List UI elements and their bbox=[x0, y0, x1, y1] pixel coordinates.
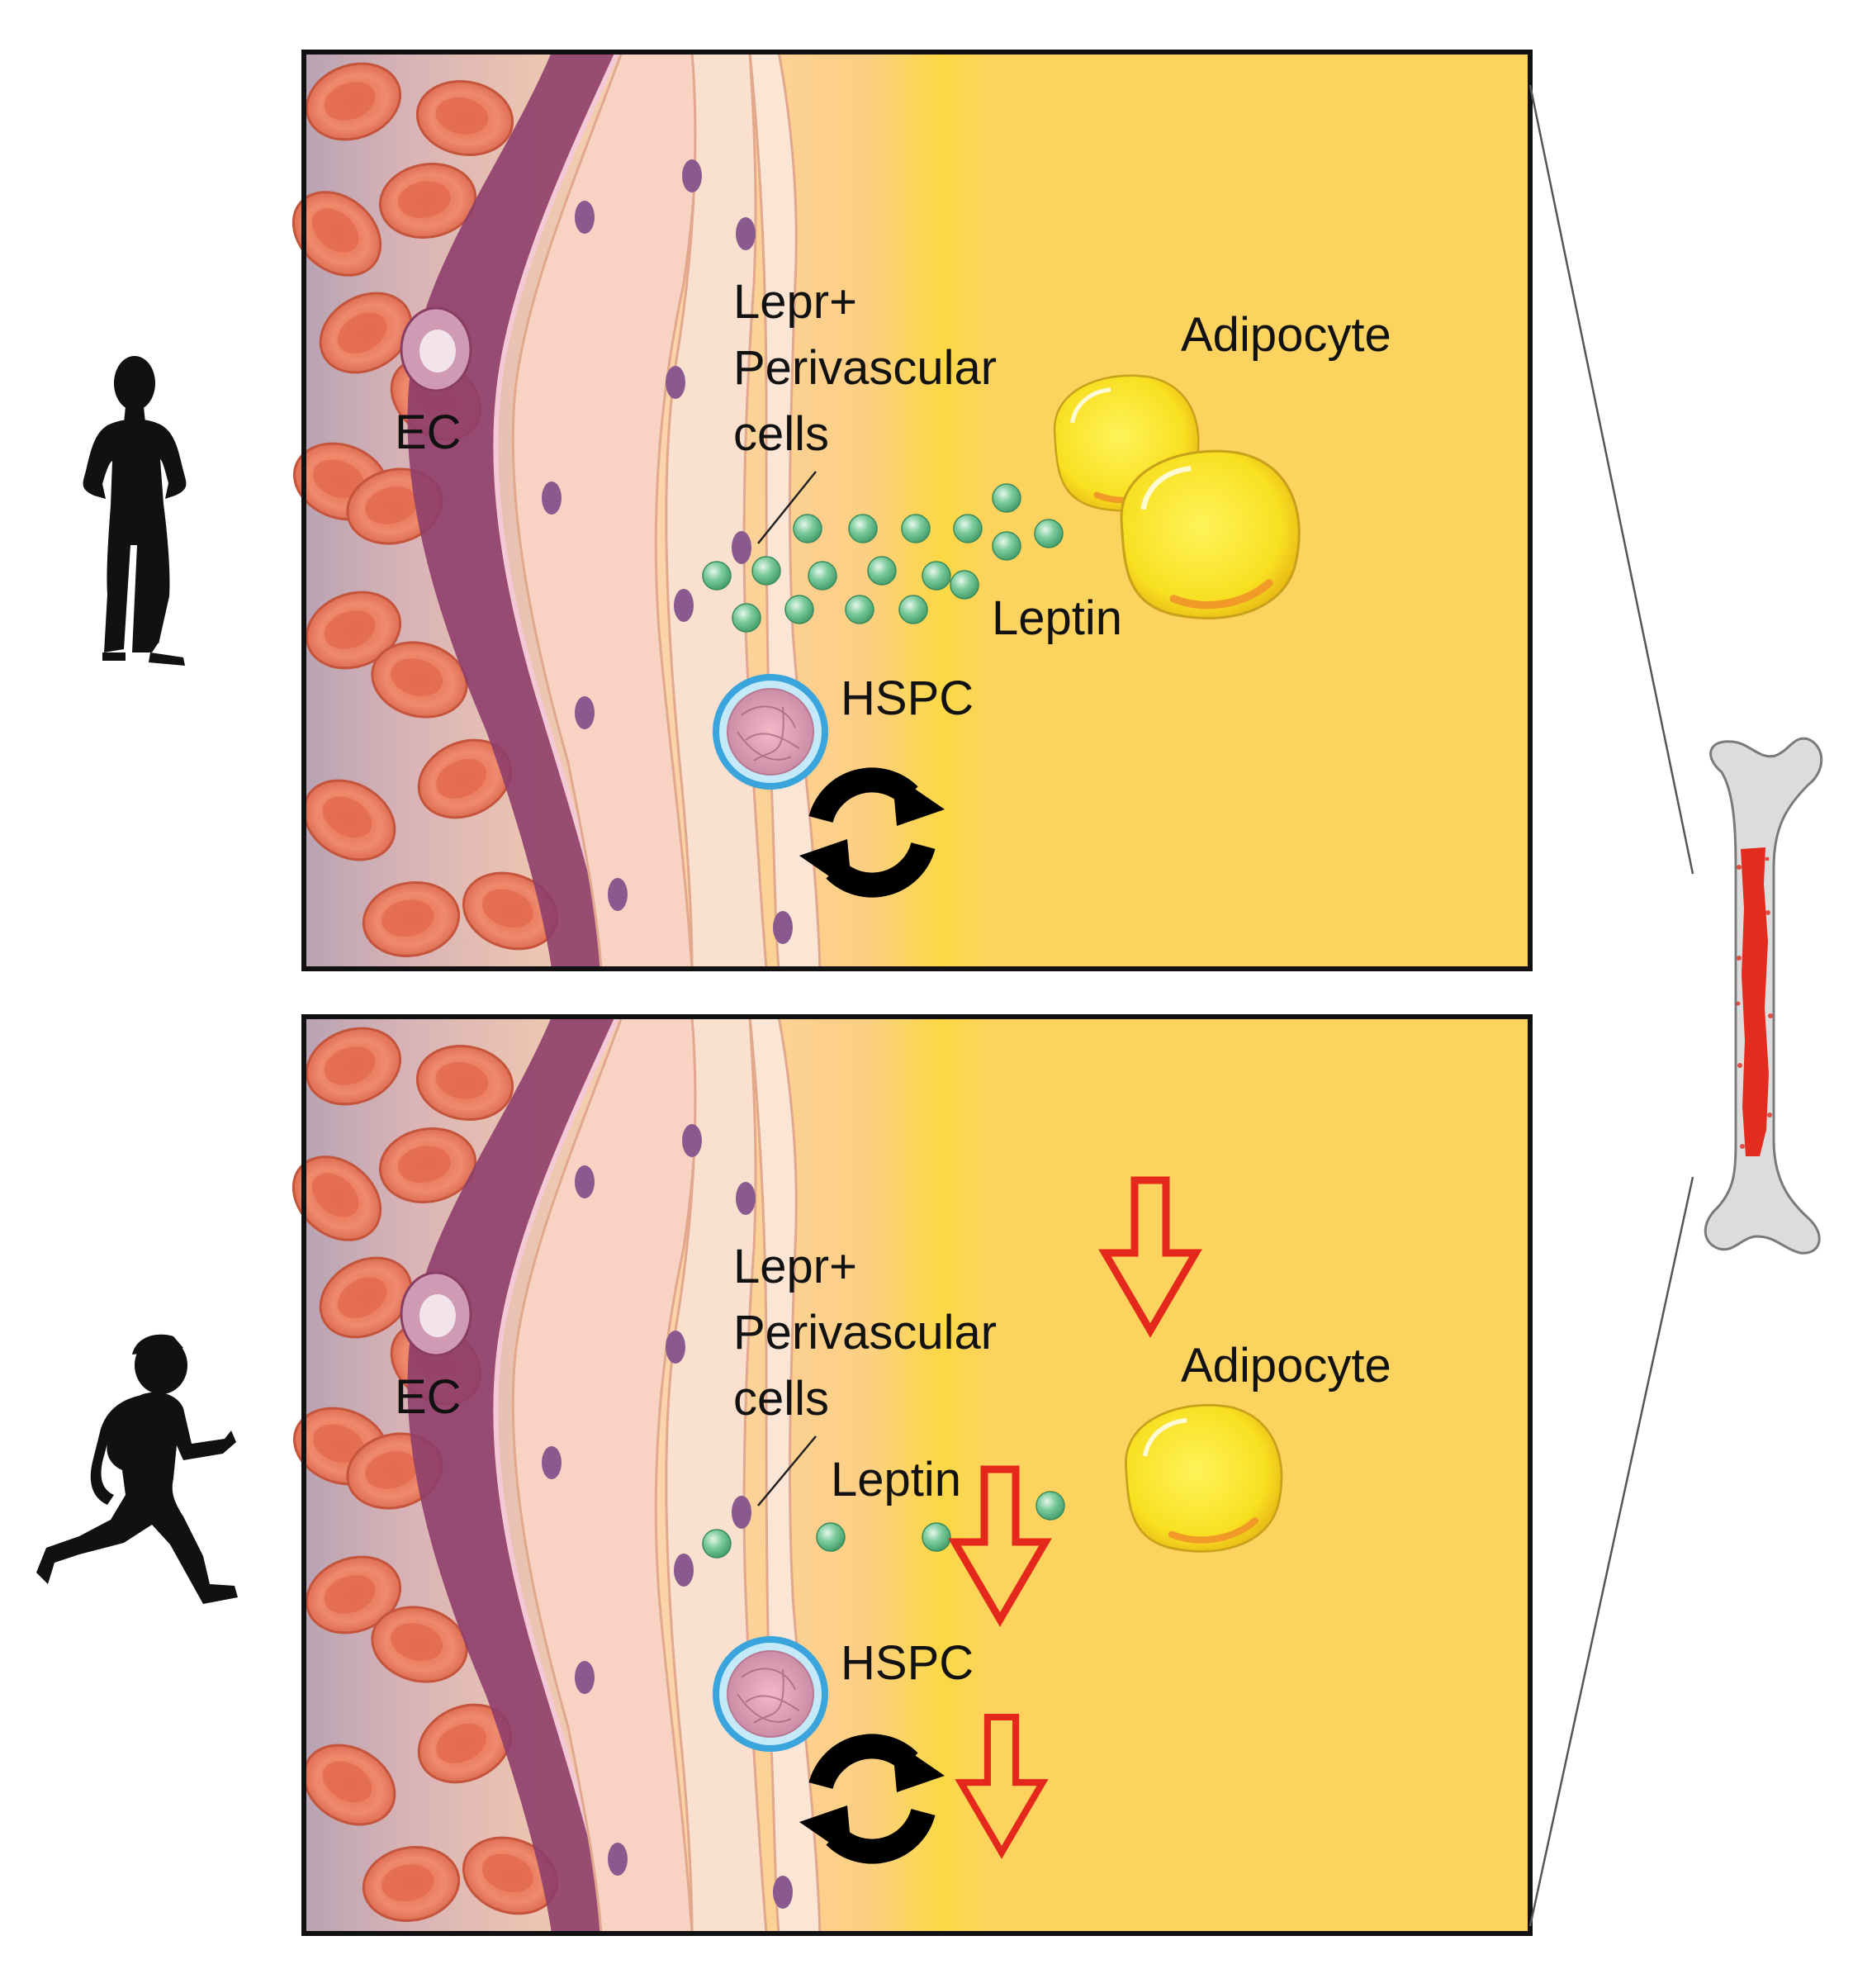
lepr-label-line3: cells bbox=[733, 1372, 829, 1426]
leptin-label: Leptin bbox=[831, 1453, 961, 1506]
hspc-cell bbox=[716, 677, 825, 786]
lepr-label-line1: Lepr+ bbox=[733, 1240, 857, 1293]
hspc-label: HSPC bbox=[841, 671, 974, 725]
panel-exercise: EC Lepr+ Perivascular cells Adipocyte Le… bbox=[277, 1014, 1533, 1936]
running-child-icon bbox=[36, 1334, 238, 1604]
ec-label: EC bbox=[395, 1370, 462, 1424]
panel-border bbox=[301, 50, 1533, 971]
lepr-label-line3: cells bbox=[733, 407, 829, 461]
panel-sedentary: EC Lepr+ Perivascular cells Adipocyte Le… bbox=[277, 50, 1533, 971]
lepr-label-line2: Perivascular bbox=[733, 341, 997, 395]
lepr-label-line1: Lepr+ bbox=[733, 275, 857, 329]
hspc-label: HSPC bbox=[841, 1636, 974, 1690]
lepr-pointer-line bbox=[757, 471, 817, 544]
lepr-label-line2: Perivascular bbox=[733, 1306, 997, 1359]
bone-marrow-region bbox=[1741, 847, 1769, 1156]
adipocyte-cell bbox=[1126, 1405, 1282, 1551]
bone-marrow-niche-illustration bbox=[277, 51, 1530, 969]
standing-person-icon bbox=[83, 356, 187, 666]
hspc-cell bbox=[716, 1639, 825, 1748]
ec-label: EC bbox=[395, 406, 462, 459]
leptin-label: Leptin bbox=[992, 591, 1122, 645]
adipocyte-label: Adipocyte bbox=[1181, 1339, 1391, 1393]
adipocyte-label: Adipocyte bbox=[1181, 308, 1391, 362]
adipocyte-cell bbox=[1121, 451, 1299, 618]
panel-border bbox=[301, 1014, 1533, 1936]
lepr-pointer-line bbox=[757, 1435, 817, 1506]
zoom-connector-lines bbox=[1528, 84, 1694, 1927]
bone-icon bbox=[1704, 737, 1823, 1255]
